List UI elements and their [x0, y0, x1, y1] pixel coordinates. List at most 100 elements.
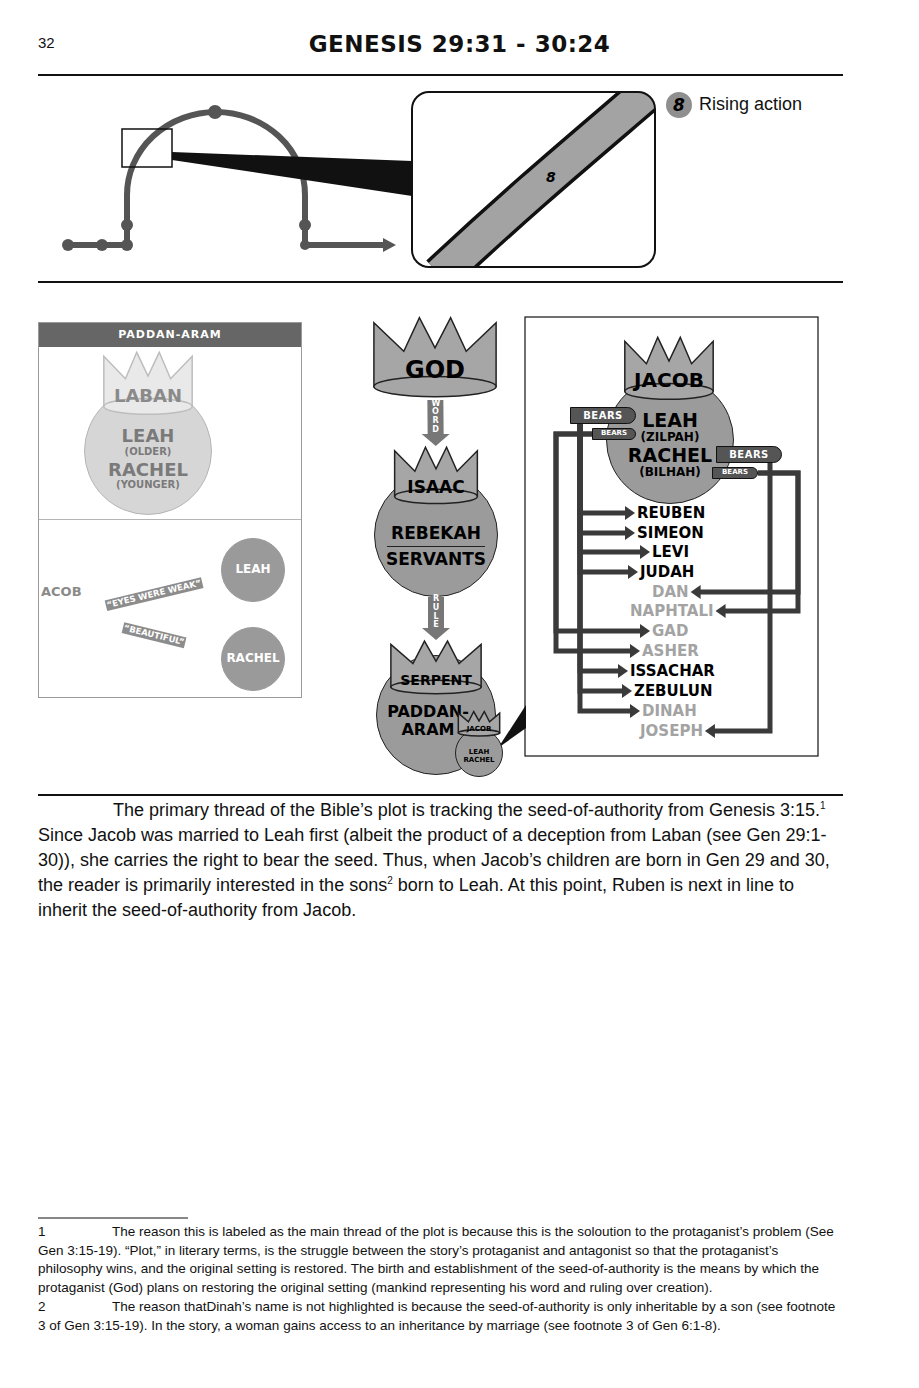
node-text: ASHER — [642, 643, 699, 660]
node-text: JUDAH — [640, 564, 694, 581]
page-number: 32 — [38, 34, 55, 51]
node-text: LEAH — [235, 563, 270, 576]
node-text: RACHEL — [226, 652, 279, 665]
son-name: ZEBULUN — [634, 683, 713, 700]
drawing-part — [96, 239, 108, 251]
node-text: (YOUNGER) — [116, 479, 180, 490]
connector-part — [716, 604, 726, 618]
crown: ISAAC — [392, 446, 480, 506]
son-name: REUBEN — [637, 505, 705, 522]
crown-shape — [101, 351, 195, 417]
node-text: NAPHTALI — [630, 603, 714, 620]
connector-part — [625, 526, 635, 540]
drawing-part — [62, 239, 74, 251]
node-text: JACOB — [634, 369, 704, 391]
node-text: BEARS — [601, 430, 627, 438]
bears-tag: BEARS — [570, 407, 636, 424]
drawing-part — [172, 152, 412, 196]
crown-shape — [392, 446, 480, 506]
connector-part — [725, 473, 799, 611]
node-text: BEARS — [583, 410, 623, 421]
node-text: ISAAC — [407, 478, 464, 497]
person-circle: RACHEL — [221, 627, 285, 691]
bears-tag: BEARS — [592, 428, 636, 440]
crown: SERPENT — [388, 640, 484, 696]
node-text: Rising action — [699, 95, 802, 115]
drawing-part — [395, 447, 478, 496]
drawing-part — [62, 105, 311, 251]
node-text: BEARS — [722, 469, 748, 477]
node-text: (BILHAH) — [639, 466, 701, 479]
node-text: (OLDER) — [125, 446, 172, 457]
connector-part — [622, 684, 632, 698]
node-text: REUBEN — [637, 505, 705, 522]
connector-label: RULE — [432, 595, 440, 630]
divider — [39, 519, 301, 520]
son-name: NAPHTALI — [630, 603, 714, 620]
connector-label: WORD — [432, 400, 440, 435]
connector-part — [427, 400, 443, 435]
footnote-ref: 1 — [820, 800, 826, 811]
node-text: 8 — [546, 170, 556, 185]
node-text: ISSACHAR — [630, 663, 715, 680]
node-text: LEAH — [122, 426, 175, 446]
body-text: The primary thread of the Bible’s plot i… — [38, 798, 844, 923]
node-text: RACHEL — [628, 446, 712, 466]
connector — [705, 463, 770, 738]
node-text: ZEBULUN — [634, 683, 713, 700]
footnote: 1The reason this is labeled as the main … — [38, 1223, 844, 1297]
zoom-inset: 8 — [411, 91, 656, 268]
drawing-part — [121, 219, 133, 231]
drawing-part — [299, 219, 311, 231]
drawing-part — [121, 239, 133, 251]
son-name: JOSEPH — [640, 723, 703, 740]
crown: JACOB — [457, 711, 501, 737]
footnote-text: The reason thatDinah’s name is not highl… — [38, 1299, 835, 1333]
node-text: SERPENT — [400, 673, 472, 688]
connector-part — [628, 565, 638, 579]
drawing-part — [498, 705, 526, 748]
connector-part — [705, 724, 715, 738]
node-text: GOD — [405, 357, 465, 383]
node-text: GAD — [652, 623, 688, 640]
node-text: DAN — [652, 584, 689, 601]
node-text: JACOB — [467, 726, 491, 734]
node-text: PADDAN-ARAM — [39, 323, 301, 347]
connector-part — [700, 473, 798, 592]
connector-part — [422, 434, 450, 446]
son-name: ASHER — [642, 643, 699, 660]
node-text: (ZILPAH) — [641, 431, 700, 444]
drawing-part — [391, 641, 481, 687]
crown: GOD — [370, 316, 500, 400]
footnote-text: The reason this is labeled as the main t… — [38, 1224, 834, 1295]
connector-part — [640, 624, 650, 638]
crown: LABAN — [101, 351, 195, 417]
node-text: BEARS — [729, 449, 769, 460]
node-text: RACHEL — [463, 757, 494, 765]
drawing-part — [104, 352, 192, 406]
drawing-part — [383, 238, 396, 252]
footnote-ref: 2 — [387, 875, 393, 886]
node-text: SIMEON — [637, 525, 704, 542]
footnotes: 1The reason this is labeled as the main … — [38, 1223, 844, 1335]
drawing-part — [208, 105, 222, 119]
paragraph: The primary thread of the Bible’s plot i… — [38, 798, 844, 923]
node-text: SERVANTS — [386, 547, 486, 569]
node-text: LEAH — [469, 749, 490, 757]
drawing-part — [440, 92, 650, 267]
connector-part — [691, 585, 701, 599]
drawing-part — [122, 129, 172, 167]
node-text: RACHEL — [108, 460, 188, 480]
drawing-part — [625, 337, 713, 391]
person-circle: LEAH — [221, 538, 285, 602]
connector-part — [714, 463, 770, 731]
node-text: LABAN — [114, 386, 182, 406]
connector-part — [640, 545, 650, 559]
son-name: ISSACHAR — [630, 663, 715, 680]
drawing-part — [38, 75, 843, 795]
drawing-part — [38, 1218, 188, 1219]
node-text: DINAH — [642, 703, 697, 720]
connector — [422, 400, 450, 446]
node-text: LEVI — [652, 544, 689, 561]
